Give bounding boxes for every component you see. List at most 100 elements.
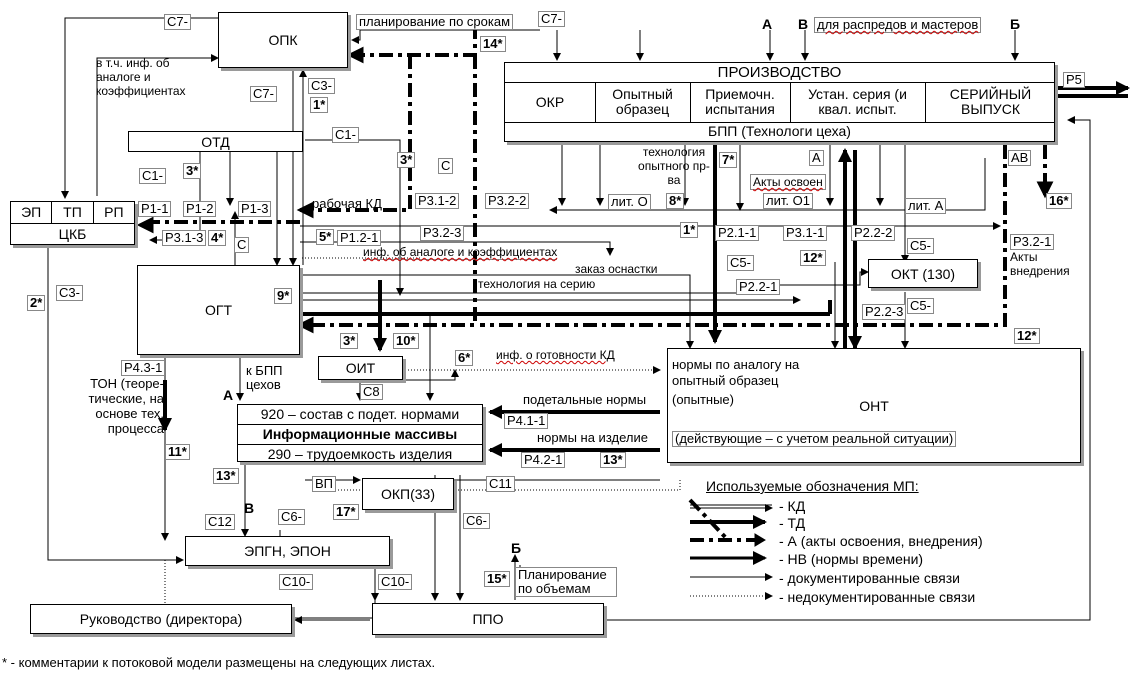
label-a-link: А [809,150,824,166]
ckb-cells: ЭП ТП РП [11,202,134,224]
label-p4-1-1: Р4.1-1 [504,413,549,429]
legend-title-text: Используемые обозначения МП: [706,478,919,494]
production-stages: ОКР Опытный образец Приемочн. испытания … [505,82,1054,123]
marker-3a: 3* [397,152,416,168]
arrays-row-composition: 920 – состав с подет. нормами [238,405,482,425]
label-c-a: С [438,158,454,174]
label-ab-link: АВ [1008,150,1032,166]
production-bpp: БПП (Технологи цеха) [708,123,851,139]
arrays-row-title: Информационные массивы [238,425,482,445]
label-c1a: С1- [332,127,359,143]
stage-installation: Устан. серия (и квал. испыт. [790,82,926,122]
marker-14: 14* [480,36,506,52]
stage-okr: ОКР [505,82,596,122]
marker-12a: 12* [800,250,826,266]
marker-3b: 3* [183,163,202,179]
label-c10b: С10- [378,574,413,590]
text-inf-ready: инф. о готовности КД [496,348,615,362]
label-p3-2-1: Р3.2-1 [1010,234,1055,250]
legend-item-kd: - КД [779,498,806,514]
label-vp: ВП [312,476,337,492]
block-oit: ОИТ [318,356,403,380]
text-inf-analog-value: инф. об аналоге и коэффициентах [363,245,558,259]
label-c6a: С6- [278,509,305,525]
text-for-distrib-value: для распредов и мастеров [817,17,979,32]
label-lit-a: лит. А [905,198,947,214]
stage-pilot: Опытный образец [595,82,691,122]
label-b-mid: В [244,500,255,516]
text-tool-order: заказ оснастки [575,262,658,276]
label-p5: Р5 [1063,72,1085,88]
ckb-label: ЦКБ [58,226,87,242]
label-lit-o: лит. О [608,194,651,210]
label-c3b: С3- [56,285,83,301]
marker-13a: 13* [213,468,239,484]
label-p1-1: Р1-1 [138,201,172,217]
text-acts-dev: Акты освоен [750,174,826,190]
label-top-a: А [762,16,773,32]
text-tech-series: технология на серию [478,277,596,291]
legend-item-undocumented: - недокументированные связи [779,589,976,605]
label-c-b: С [234,237,250,253]
label-p3-1-3: Р3.1-3 [162,230,207,246]
label-c12: С12 [205,514,235,530]
label-c7b: С7- [538,11,565,27]
arrays-row-laboriousness: 290 – трудоемкость изделия [267,446,453,462]
text-volume-plan: Планирование по объемам [515,567,617,597]
block-oit-label: ОИТ [345,360,376,376]
text-ton: ТОН (теоре-тические, на основе тех. проц… [88,376,164,436]
legend-item-documented: - документированные связи [779,570,960,586]
text-acts-dev-value: Акты освоен [753,175,823,189]
label-p2-2-3: Р2.2-3 [862,304,907,320]
block-okt-label: ОКТ (130) [890,265,956,282]
marker-9: 9* [274,288,293,304]
block-otd-label: ОТД [201,133,230,150]
text-item-norms: нормы на изделие [537,430,648,445]
label-c5b: С5- [907,238,934,254]
text-for-distrib: для распредов и мастеров [814,17,982,33]
legend-title: Используемые обозначения МП: [706,479,919,493]
marker-5: 5* [316,229,335,245]
block-ogt: ОГТ [137,265,300,355]
label-a-left: А [223,387,234,403]
stage-acceptance: Приемочн. испытания [690,82,791,122]
block-epgn-label: ЭПГН, ЭПОН [244,543,331,559]
label-c5c: С5- [907,298,934,314]
block-okt: ОКТ (130) [868,259,978,288]
label-p4-2-1: Р4.2-1 [521,452,566,468]
stage-serial: СЕРИЙНЫЙ ВЫПУСК [949,86,1032,117]
label-top-b2: Б [1010,16,1021,32]
block-production: ПРОИЗВОДСТВО ОКР Опытный образец Приемоч… [504,62,1055,142]
label-p3-1-2: Р3.1-2 [415,193,460,209]
label-p1-2-1: Р1.2-1 [337,230,382,246]
marker-10: 10* [393,333,419,349]
block-info-arrays: 920 – состав с подет. нормами Информацио… [237,404,483,462]
label-top-b: В [798,16,809,32]
label-p3-1-1: Р3.1-1 [783,225,828,241]
label-c10a: С10- [279,574,314,590]
footnote: * - комментарии к потоковой модели разме… [2,655,436,670]
label-c1b: С1- [139,168,166,184]
marker-4: 4* [208,230,227,246]
text-analog-info: в т.ч. инф. об аналоге и коэффициентах [96,56,186,98]
block-okp: ОКП(33) [362,478,454,510]
block-opk: ОПК [218,12,348,68]
label-b-ppo: Б [511,540,522,556]
marker-1b: 1* [680,222,699,238]
label-c6b: С6- [463,513,490,529]
text-work-kd: рабочая КД [312,196,382,211]
label-lit-o1: лит. О1 [763,193,813,209]
label-c7c: С7- [250,86,277,102]
text-to-bpp: к БПП цехов [246,363,283,392]
text-experimental: (опытные) [672,392,734,407]
block-ppo-label: ППО [472,611,504,627]
marker-7: 7* [719,152,738,168]
marker-1a: 1* [310,97,329,113]
label-p2-2-2: Р2.2-2 [851,225,896,241]
legend-item-nv: - НВ (нормы времени) [779,551,924,567]
ckb-cell-rp: РП [104,204,124,220]
marker-8: 8* [666,193,685,209]
label-c5a: С5- [727,255,754,271]
marker-16: 16* [1046,193,1072,209]
marker-11: 11* [165,444,190,460]
